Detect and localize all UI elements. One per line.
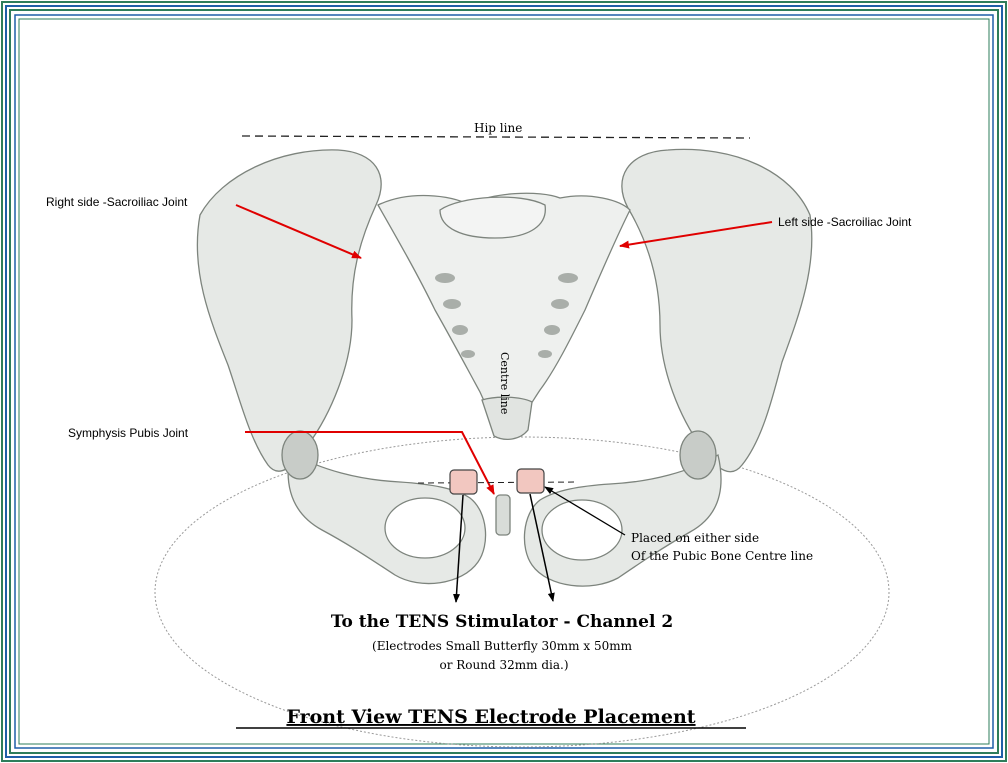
electrode-spec-line-1: (Electrodes Small Butterfly 30mm x 50mm <box>372 639 633 653</box>
symphysis-pubis-label: Symphysis Pubis Joint <box>68 426 189 440</box>
placement-note-line-1: Placed on either side <box>631 531 759 545</box>
hip-line-label: Hip line <box>474 121 522 135</box>
hip-line <box>242 136 750 138</box>
right-si-joint-label: Right side -Sacroiliac Joint <box>46 195 188 209</box>
right-obturator-foramen <box>385 498 465 558</box>
left-ilium-shape <box>622 149 812 471</box>
electrode-line <box>418 482 578 483</box>
placement-note-line-2: Of the Pubic Bone Centre line <box>631 549 813 563</box>
centre-line-label: Centre line <box>498 352 511 414</box>
right-ilium-shape <box>197 150 381 471</box>
left-si-joint-label: Left side -Sacroiliac Joint <box>778 215 912 229</box>
page-title: Front View TENS Electrode Placement <box>286 706 695 728</box>
stimulator-heading: To the TENS Stimulator - Channel 2 <box>331 612 673 632</box>
electrode-right <box>450 470 477 494</box>
electrode-spec-line-2: or Round 32mm dia.) <box>440 658 569 672</box>
electrode-left <box>517 469 544 493</box>
